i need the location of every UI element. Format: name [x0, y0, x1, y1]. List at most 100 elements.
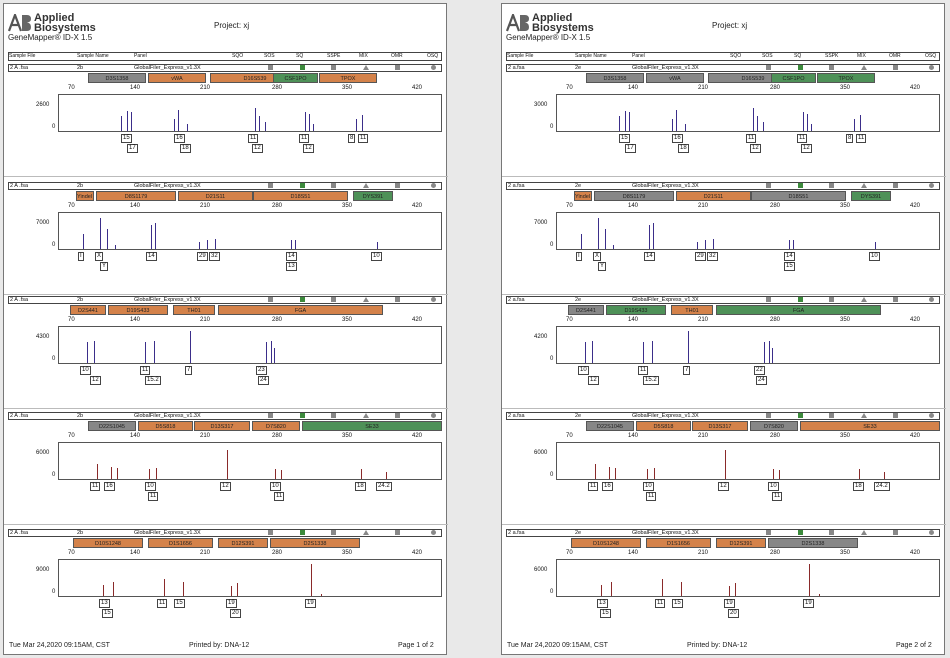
marker-d8s1179[interactable]: D8S1179 [594, 191, 674, 201]
marker-d19s433[interactable]: D19S433 [108, 305, 168, 315]
marker-dys391[interactable]: DYS391 [851, 191, 891, 201]
marker-d13s317[interactable]: D13S317 [194, 421, 250, 431]
allele-call-label[interactable]: 12 [90, 376, 101, 385]
marker-d13s317[interactable]: D13S317 [692, 421, 748, 431]
allele-call-label[interactable]: 19 [803, 599, 814, 608]
allele-call-label[interactable]: 10 [869, 252, 880, 261]
allele-call-label[interactable]: 19 [724, 599, 735, 608]
peak-plot[interactable] [556, 442, 940, 480]
allele-call-label[interactable]: I [78, 252, 84, 261]
allele-call-label[interactable]: 11 [646, 492, 657, 501]
allele-call-label[interactable]: 11 [588, 482, 599, 491]
allele-call-label[interactable]: 17 [625, 144, 636, 153]
allele-call-label[interactable]: 11 [140, 366, 151, 375]
allele-call-label[interactable]: 14 [286, 252, 297, 261]
allele-call-label[interactable]: 18 [853, 482, 864, 491]
allele-call-label[interactable]: 11 [856, 134, 867, 143]
peak-plot[interactable] [58, 212, 442, 250]
allele-call-label[interactable]: 15.2 [643, 376, 659, 385]
allele-call-label[interactable]: 24 [756, 376, 767, 385]
marker-vwa[interactable]: vWA [646, 73, 704, 83]
marker-d5s818[interactable]: D5S818 [636, 421, 691, 431]
allele-call-label[interactable]: 15 [784, 262, 795, 271]
marker-fga[interactable]: FGA [716, 305, 881, 315]
marker-csf1po[interactable]: CSF1PO [273, 73, 318, 83]
allele-call-label[interactable]: 24 [258, 376, 269, 385]
allele-call-label[interactable]: X [95, 252, 104, 261]
allele-call-label[interactable]: 11 [655, 599, 666, 608]
marker-d12s391[interactable]: D12S391 [716, 538, 766, 548]
marker-fga[interactable]: FGA [218, 305, 383, 315]
allele-call-label[interactable]: 12 [718, 482, 729, 491]
allele-call-label[interactable]: 12 [588, 376, 599, 385]
marker-d5s818[interactable]: D5S818 [138, 421, 193, 431]
allele-call-label[interactable]: 14 [146, 252, 157, 261]
allele-call-label[interactable]: 29 [695, 252, 706, 261]
marker-se33[interactable]: SE33 [302, 421, 442, 431]
allele-call-label[interactable]: 17 [127, 144, 138, 153]
allele-call-label[interactable]: 11 [746, 134, 757, 143]
peak-plot[interactable] [58, 442, 442, 480]
marker-d2s1338[interactable]: D2S1338 [768, 538, 858, 548]
allele-call-label[interactable]: 10 [578, 366, 589, 375]
allele-call-label[interactable]: X [593, 252, 602, 261]
allele-call-label[interactable]: 14 [644, 252, 655, 261]
marker-d7s820[interactable]: D7S820 [252, 421, 300, 431]
marker-d21s11[interactable]: D21S11 [676, 191, 751, 201]
allele-call-label[interactable]: 10 [80, 366, 91, 375]
allele-call-label[interactable]: 11 [772, 492, 783, 501]
allele-call-label[interactable]: 12 [252, 144, 263, 153]
peak-plot[interactable] [58, 326, 442, 364]
allele-call-label[interactable]: 15 [121, 134, 132, 143]
allele-call-label[interactable]: 7 [185, 366, 193, 375]
marker-th01[interactable]: TH01 [173, 305, 215, 315]
allele-call-label[interactable]: 16 [672, 134, 683, 143]
peak-plot[interactable] [556, 212, 940, 250]
allele-call-label[interactable]: 11 [274, 492, 285, 501]
peak-plot[interactable] [58, 559, 442, 597]
allele-call-label[interactable]: 10 [145, 482, 156, 491]
marker-d18s51[interactable]: D18S51 [253, 191, 348, 201]
marker-yindel-am[interactable]: Yindel AM [76, 191, 94, 201]
allele-call-label[interactable]: 11 [148, 492, 159, 501]
allele-call-label[interactable]: 19 [305, 599, 316, 608]
marker-d19s433[interactable]: D19S433 [606, 305, 666, 315]
allele-call-label[interactable]: 19 [226, 599, 237, 608]
allele-call-label[interactable]: 11 [638, 366, 649, 375]
allele-call-label[interactable]: Y [598, 262, 607, 271]
allele-call-label[interactable]: 13 [99, 599, 110, 608]
marker-d3s1358[interactable]: D3S1358 [88, 73, 146, 83]
marker-tpox[interactable]: TPOX [319, 73, 377, 83]
allele-call-label[interactable]: 13 [597, 599, 608, 608]
allele-call-label[interactable]: 18 [180, 144, 191, 153]
allele-call-label[interactable]: 10 [643, 482, 654, 491]
marker-d3s1358[interactable]: D3S1358 [586, 73, 644, 83]
marker-d10s1248[interactable]: D10S1248 [73, 538, 143, 548]
allele-call-label[interactable]: 16 [104, 482, 115, 491]
allele-call-label[interactable]: 11 [248, 134, 259, 143]
allele-call-label[interactable]: 12 [303, 144, 314, 153]
marker-tpox[interactable]: TPOX [817, 73, 875, 83]
marker-d12s391[interactable]: D12S391 [218, 538, 268, 548]
marker-th01[interactable]: TH01 [671, 305, 713, 315]
allele-call-label[interactable]: 10 [270, 482, 281, 491]
allele-call-label[interactable]: 12 [750, 144, 761, 153]
allele-call-label[interactable]: 12 [220, 482, 231, 491]
marker-d8s1179[interactable]: D8S1179 [96, 191, 176, 201]
allele-call-label[interactable]: 7 [683, 366, 691, 375]
allele-call-label[interactable]: 15.2 [145, 376, 161, 385]
allele-call-label[interactable]: 10 [371, 252, 382, 261]
allele-call-label[interactable]: 15 [619, 134, 630, 143]
marker-d10s1248[interactable]: D10S1248 [571, 538, 641, 548]
marker-csf1po[interactable]: CSF1PO [771, 73, 816, 83]
marker-d22s1045[interactable]: D22S1045 [88, 421, 136, 431]
marker-se33[interactable]: SE33 [800, 421, 940, 431]
marker-d2s441[interactable]: D2S441 [568, 305, 604, 315]
